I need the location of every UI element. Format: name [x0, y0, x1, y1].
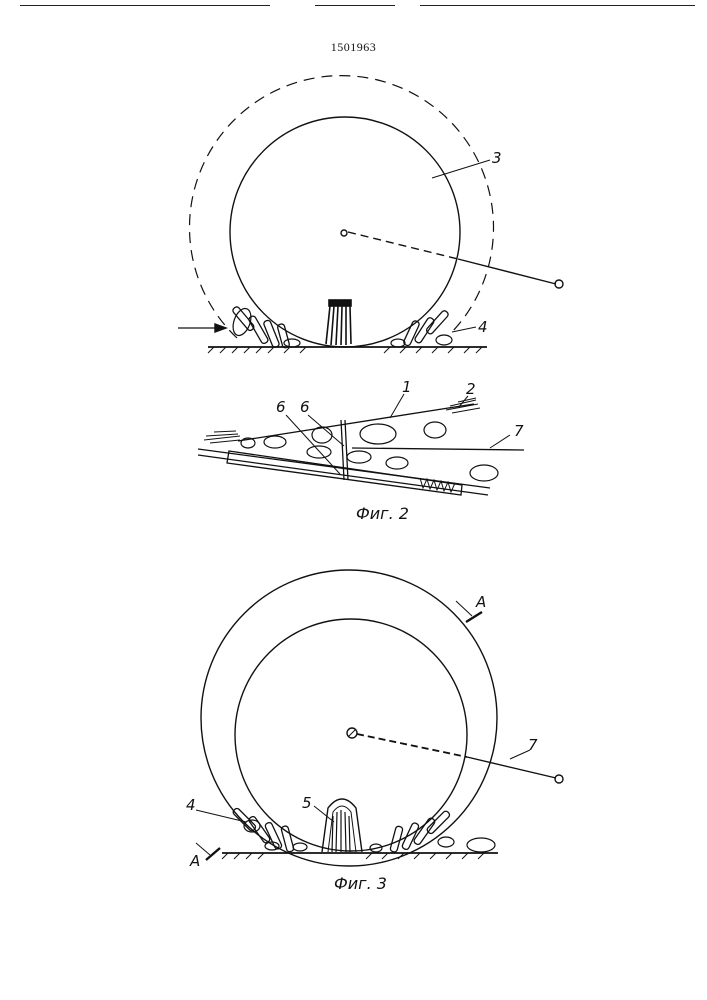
fig2-label-6a: 6: [276, 398, 286, 416]
figure-2: [198, 394, 524, 495]
fig3-label-7: 7: [528, 736, 538, 754]
inner-wheel: [235, 619, 467, 851]
handle-solid: [467, 757, 556, 778]
fig3-label-5: 5: [302, 794, 312, 812]
handle-dashed: [357, 734, 467, 757]
leader-1: [390, 394, 404, 418]
hub-point: [341, 230, 347, 236]
strand-7: [352, 448, 524, 450]
handle-dashed: [348, 232, 458, 259]
brush-housing: [322, 799, 362, 852]
fig2-label-6b: 6: [300, 398, 310, 416]
leader-6a: [286, 415, 340, 474]
leader-7: [490, 435, 510, 448]
dashed-outer-contour: [190, 76, 494, 338]
figure-3: [196, 570, 563, 866]
label-3: 3: [492, 149, 502, 167]
fig2-label-7: 7: [514, 422, 524, 440]
handle-end: [555, 280, 563, 288]
section-label-top: A: [475, 593, 486, 611]
divider-6b: [345, 420, 348, 480]
handle-solid: [458, 259, 556, 284]
ground-hatching: [222, 853, 484, 859]
section-bar-top: [466, 612, 482, 622]
figure-top: [178, 76, 563, 353]
handle-end: [555, 775, 563, 783]
leader-5: [314, 806, 334, 822]
section-arrow-top: [456, 601, 472, 616]
figure-3-caption: Фиг. 3: [334, 874, 387, 893]
fig2-label-2: 2: [466, 380, 476, 398]
leader-7: [510, 750, 530, 759]
label-4: 4: [478, 318, 488, 336]
central-brush: [326, 300, 351, 345]
section-label-bottom: A: [189, 852, 200, 870]
fig3-label-4: 4: [186, 796, 196, 814]
wheel-circle: [230, 117, 460, 347]
divider-6: [341, 420, 344, 480]
right-spikes: [403, 310, 450, 347]
figure-2-caption: Фиг. 2: [356, 504, 409, 523]
brush-bristles: [332, 810, 350, 852]
fig2-label-1: 1: [402, 378, 412, 396]
